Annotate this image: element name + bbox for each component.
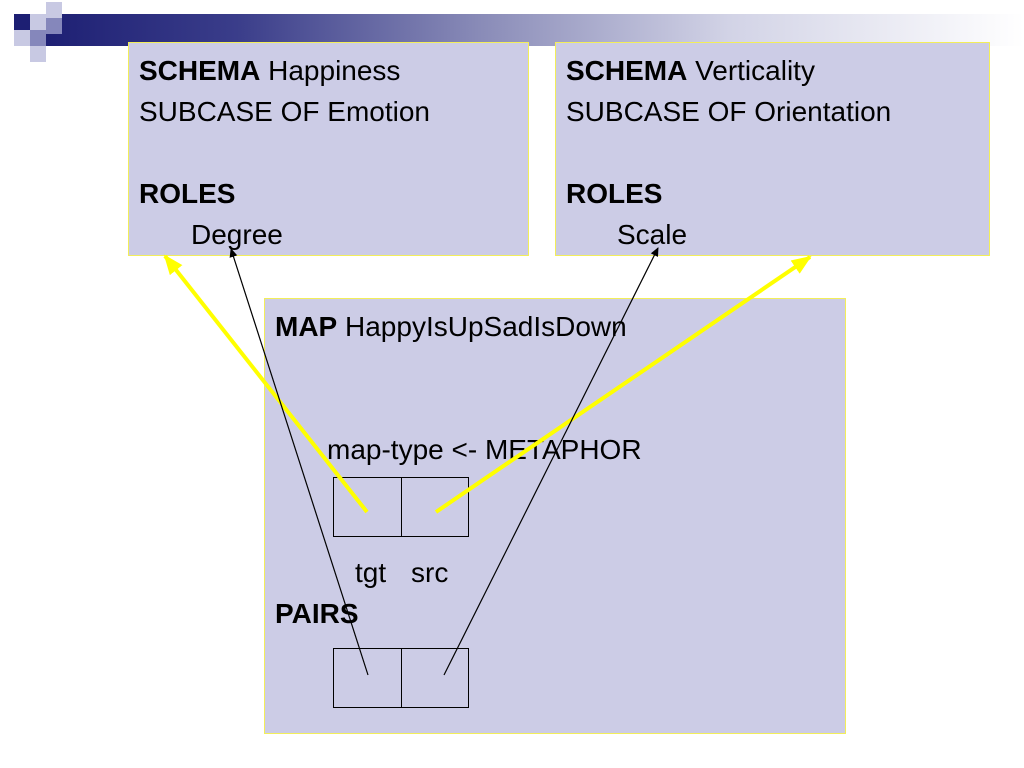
schema-subcase: SUBCASE OF Orientation <box>566 96 892 127</box>
schema-keyword: SCHEMA <box>566 55 688 86</box>
header-square-light <box>30 14 46 30</box>
header-gradient-bar <box>40 14 1024 46</box>
schema-verticality-box: SCHEMA Verticality SUBCASE OF Orientatio… <box>555 42 990 256</box>
pair-src-to-scale-arrow <box>443 247 659 676</box>
header-square-mid <box>46 18 62 34</box>
schema-verticality-title: SCHEMA Verticality <box>566 50 815 91</box>
header-square-light <box>14 30 30 46</box>
slot-divider <box>401 478 402 536</box>
src-to-verticality-arrow <box>434 255 812 514</box>
schema-subcase: SUBCASE OF Emotion <box>139 96 430 127</box>
map-name: HappyIsUpSadIsDown <box>345 311 627 342</box>
tgt-to-happiness-arrow <box>163 254 369 514</box>
roles-heading: ROLES <box>566 178 663 209</box>
header-square-mid <box>30 30 46 46</box>
schema-keyword: SCHEMA <box>139 55 261 86</box>
schema-name: Verticality <box>695 55 815 86</box>
slot-divider <box>401 649 402 707</box>
header-square-light <box>46 2 62 18</box>
slide-header-decoration <box>0 0 1024 62</box>
schema-happiness-box: SCHEMA Happiness SUBCASE OF Emotion ROLE… <box>128 42 529 256</box>
src-label: src <box>411 557 449 588</box>
pairs-slots <box>333 648 469 708</box>
map-title: MAP HappyIsUpSadIsDown <box>275 306 627 347</box>
header-square-light <box>30 46 46 62</box>
schema-happiness-title: SCHEMA Happiness <box>139 50 400 91</box>
pair-tgt-to-degree-arrow <box>229 248 369 676</box>
role-degree: Degree <box>191 219 283 250</box>
roles-heading: ROLES <box>139 178 236 209</box>
role-scale: Scale <box>617 219 688 250</box>
header-square-dark <box>14 14 30 30</box>
map-keyword: MAP <box>275 311 338 342</box>
map-box: MAP HappyIsUpSadIsDown map-type <- METAP… <box>264 298 846 734</box>
tgt-label: tgt <box>355 557 387 588</box>
map-role-slots <box>333 477 469 537</box>
map-type-label: map-type <- METAPHOR <box>327 434 642 465</box>
schema-name: Happiness <box>268 55 401 86</box>
